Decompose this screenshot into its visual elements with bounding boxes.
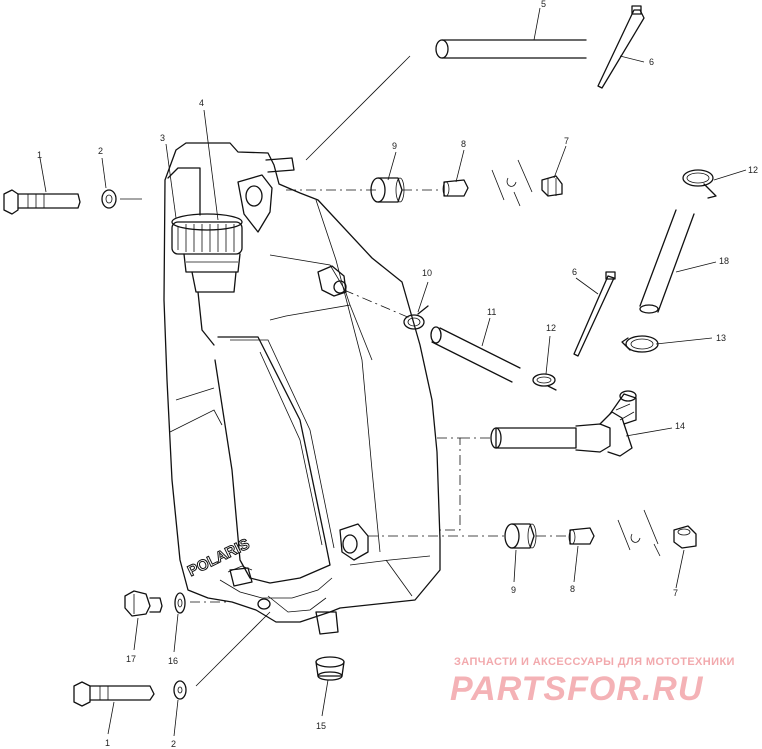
hose-clamp-mid [532, 373, 557, 391]
callout-9-bottom: 9 [511, 585, 516, 595]
grommet [315, 656, 345, 681]
callout-11: 11 [487, 307, 496, 317]
brand-mark: POLARIS [185, 536, 252, 581]
callout-6-mid: 6 [572, 267, 577, 277]
callout-17: 17 [126, 654, 136, 664]
drain-washer [174, 592, 186, 614]
hose-clamp-top [682, 169, 717, 199]
oil-tank: POLARIS [163, 142, 441, 635]
spacer-bottom [568, 527, 595, 545]
nut-bottom [673, 525, 697, 549]
callout-8-bottom: 8 [570, 584, 575, 594]
callout-7-bottom: 7 [673, 588, 678, 598]
callout-8-top: 8 [461, 139, 466, 149]
callout-15: 15 [316, 721, 326, 731]
callout-3: 3 [160, 133, 165, 143]
cable-tie-top [597, 5, 645, 89]
callout-10: 10 [422, 268, 432, 278]
callout-2-top: 2 [98, 146, 103, 156]
vent-hose [435, 39, 587, 59]
drain-bolt [124, 590, 163, 617]
grommet-bottom [504, 523, 537, 549]
hose-clamp-13 [621, 335, 659, 353]
spacer-top [442, 179, 469, 197]
clip-symbol-bottom [617, 509, 661, 557]
hose-11 [430, 326, 521, 383]
callout-16: 16 [168, 656, 178, 666]
callout-6-top: 6 [649, 57, 654, 67]
callout-5: 5 [541, 0, 546, 9]
bolt-top [3, 189, 81, 215]
hose-clamp-10 [403, 305, 429, 330]
callout-14: 14 [675, 421, 685, 431]
callout-1-bottom: 1 [105, 738, 110, 748]
callout-7-top: 7 [564, 136, 569, 146]
cable-tie-mid [573, 271, 616, 357]
callout-2-bottom: 2 [171, 739, 176, 749]
callout-12-mid: 12 [546, 323, 556, 333]
watermark-logo: PARTSFOR.RU [450, 670, 704, 708]
callout-1-top: 1 [37, 150, 42, 160]
watermark: ЗАПЧАСТИ И АКСЕССУАРЫ ДЛЯ МОТОТЕХНИКИ PA… [450, 656, 735, 708]
nut-top [541, 175, 563, 197]
washer-bottom [173, 680, 187, 700]
elbow-fitting [490, 390, 637, 457]
callout-18: 18 [719, 256, 729, 266]
filler-cap [167, 167, 243, 346]
clip-symbol-top [491, 159, 533, 207]
leader-lines [39, 7, 747, 737]
callout-9-top: 9 [392, 141, 397, 151]
callout-4: 4 [199, 98, 204, 108]
bolt-bottom [73, 681, 155, 707]
callout-12-top: 12 [748, 165, 758, 175]
watermark-tagline: ЗАПЧАСТИ И АКСЕССУАРЫ ДЛЯ МОТОТЕХНИКИ [454, 656, 735, 668]
callouts: 1 2 3 4 5 6 7 8 9 10 11 12 12 13 14 18 6… [37, 0, 758, 749]
hose-18 [639, 209, 695, 314]
washer-top [101, 189, 117, 209]
assembly-lines [120, 55, 568, 687]
callout-13: 13 [716, 333, 726, 343]
